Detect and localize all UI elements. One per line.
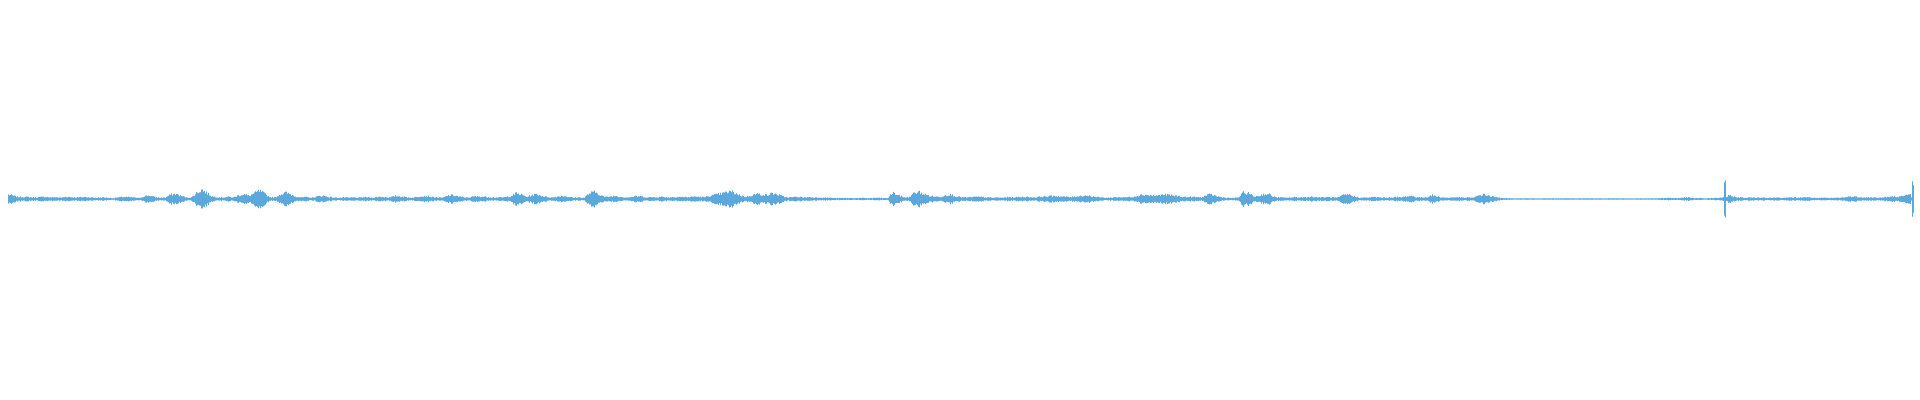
waveform-signal [8, 180, 1914, 218]
